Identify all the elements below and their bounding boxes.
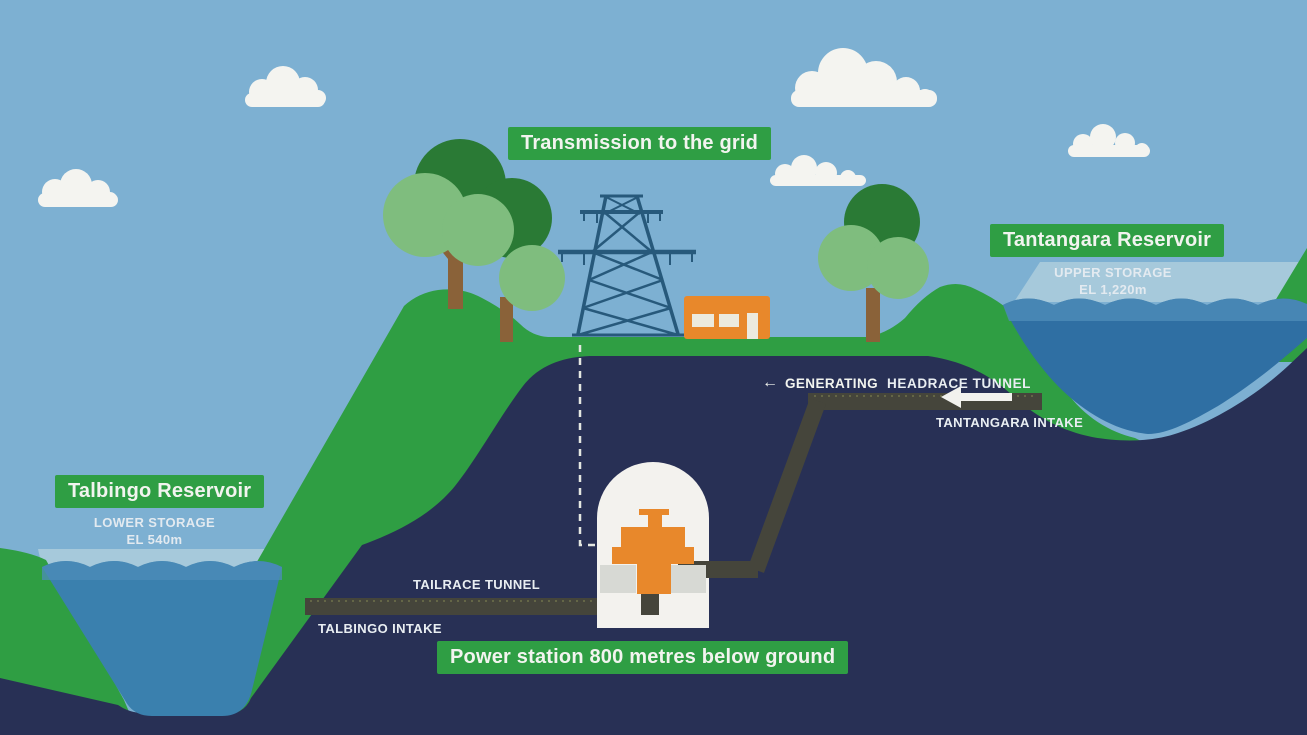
cloud-icon — [245, 66, 326, 107]
tantangara-water-surface — [1003, 298, 1307, 321]
tree-icon — [818, 184, 929, 342]
headrace-caption: ← GENERATING HEADRACE TUNNEL — [762, 374, 1031, 392]
cloud-icon — [770, 155, 866, 186]
lower-elevation-line: EL 540m — [126, 532, 183, 547]
flow-direction-arrow-icon — [941, 386, 1012, 408]
tantangara-reservoir-label: Tantangara Reservoir — [990, 224, 1225, 257]
shaft-dashed-line — [578, 345, 596, 547]
lower-storage-line: LOWER STORAGE — [93, 515, 216, 530]
transmission-tower-icon — [558, 194, 696, 337]
cloud-icon — [38, 169, 118, 207]
substation-building — [684, 296, 770, 339]
tantangara-storage-label: UPPER STORAGE EL 1,220m — [988, 264, 1238, 298]
talbingo-water-surface — [42, 561, 282, 580]
tree-icon — [383, 139, 565, 342]
talbingo-intake-label: TALBINGO INTAKE — [318, 621, 442, 636]
upper-elevation-line: EL 1,220m — [1079, 282, 1147, 297]
generating-direction-arrow-icon: ← — [762, 374, 778, 391]
talbingo-water — [42, 561, 282, 716]
turbine-generator — [600, 509, 706, 594]
tailrace-tunnel-label: TAILRACE TUNNEL — [413, 577, 541, 592]
talbingo-reservoir-label: Talbingo Reservoir — [55, 475, 265, 508]
cloud-icon — [1068, 124, 1150, 157]
power-station-label: Power station 800 metres below ground — [437, 641, 849, 674]
cloud-icon — [791, 48, 937, 107]
headrace-tunnel-label: HEADRACE TUNNEL — [887, 375, 1032, 391]
tantangara-intake-label: TANTANGARA INTAKE — [936, 415, 1084, 430]
talbingo-storage-label: LOWER STORAGE EL 540m — [52, 514, 257, 548]
transmission-label: Transmission to the grid — [508, 127, 772, 160]
upper-storage-line: UPPER STORAGE — [1054, 265, 1172, 280]
tantangara-water — [1003, 298, 1307, 434]
tantangara-shallow-band — [1014, 262, 1307, 302]
generating-label: GENERATING — [785, 375, 879, 391]
